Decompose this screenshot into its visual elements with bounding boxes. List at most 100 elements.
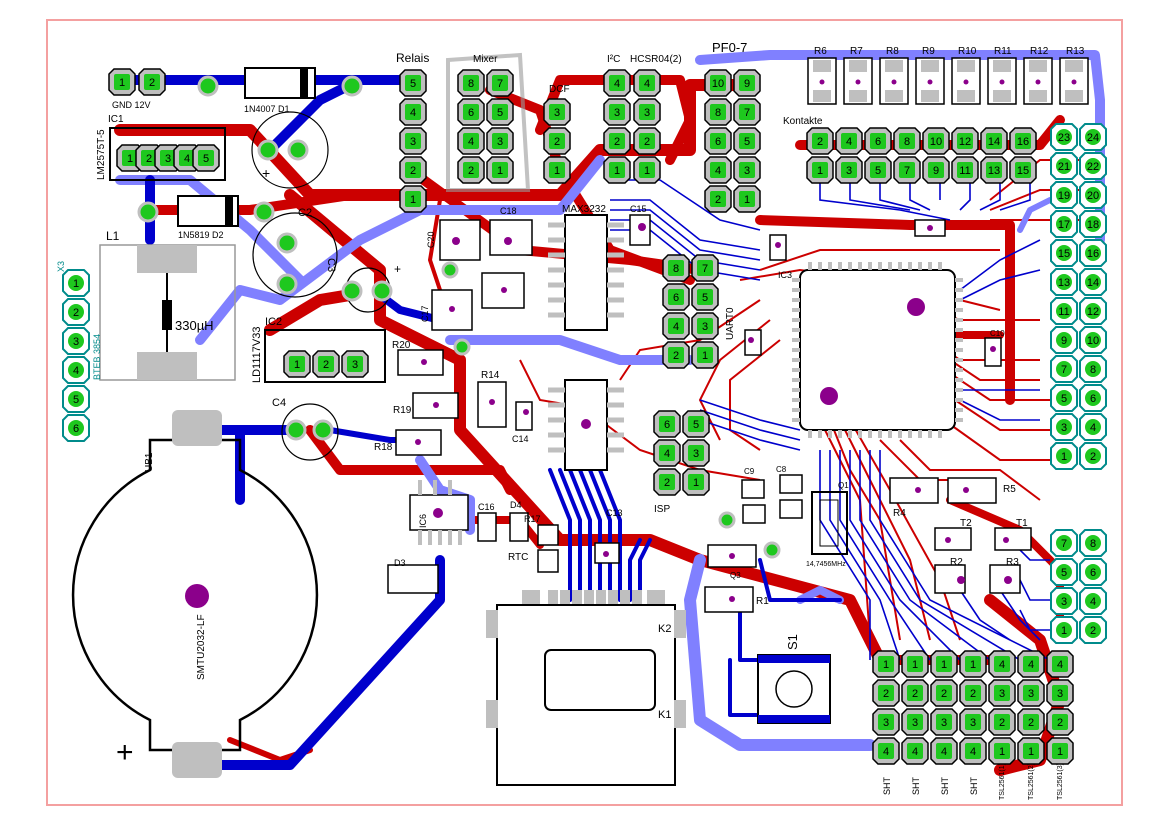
pin-number: 19 — [1058, 190, 1070, 202]
label-ic2: IC2 — [265, 316, 282, 328]
pin-number: 2 — [715, 194, 721, 206]
lcd-pin: 22 — [1079, 152, 1107, 180]
resistor-via — [855, 79, 861, 85]
sensor-pin: 4 — [901, 737, 929, 765]
kontakte-pin: 6 — [864, 127, 892, 155]
label-k1: K1 — [658, 709, 671, 721]
pin-number: 2 — [883, 688, 889, 700]
pin-number: 1 — [294, 359, 300, 371]
pin-number: 3 — [693, 448, 699, 460]
lcd-pin: 2 — [1079, 442, 1107, 470]
sensor-pin: 1 — [1046, 737, 1074, 765]
isp-pin: 5 — [682, 410, 710, 438]
pin-number: 11 — [959, 165, 970, 177]
pin-number: 1 — [970, 659, 976, 671]
pin-number: 4 — [715, 165, 721, 177]
resistor-via — [963, 79, 969, 85]
pin-number: 3 — [497, 136, 503, 148]
mixer-pin: 8 — [457, 69, 485, 97]
pin-number: 4 — [970, 746, 976, 758]
pin-number: 2 — [1028, 717, 1034, 729]
pin-number: 8 — [1090, 538, 1096, 550]
pin-number: 2 — [673, 350, 679, 362]
pin-number: 6 — [715, 136, 721, 148]
sensor-pin: 4 — [872, 737, 900, 765]
sensor-pin: 3 — [988, 679, 1016, 707]
hcsr04-pin: 4 — [633, 69, 661, 97]
label-r17: R17 — [524, 514, 541, 524]
pin-number: 1 — [554, 165, 560, 177]
label-kontakte: Kontakte — [783, 116, 823, 127]
lcd-pin: 14 — [1079, 268, 1107, 296]
resistor-via — [891, 79, 897, 85]
x3-pin: 1 — [62, 269, 90, 297]
pin-number: 16 — [1017, 136, 1029, 148]
lcd-pin: 1 — [1050, 442, 1078, 470]
vias — [415, 223, 1012, 602]
mixer-pin: 5 — [486, 98, 514, 126]
pin-number: 1 — [1028, 746, 1034, 758]
i2c-pin: 3 — [603, 98, 631, 126]
pin-number: 1 — [883, 659, 889, 671]
pf-pin: 8 — [704, 98, 732, 126]
isp-pin: 6 — [653, 410, 681, 438]
ic1-pin: 5 — [192, 144, 220, 172]
mixer-pin: 4 — [457, 127, 485, 155]
sensor-pin: 3 — [959, 708, 987, 736]
relais-pin: 4 — [399, 98, 427, 126]
pin-number: 5 — [693, 419, 699, 431]
pin-number: 10 — [712, 78, 724, 90]
kontakte-pin: 9 — [922, 156, 950, 184]
uart-pin: 4 — [662, 312, 690, 340]
pin-number: 24 — [1087, 132, 1099, 144]
label-c3: C3 — [325, 258, 337, 272]
sensor-pin: 1 — [930, 650, 958, 678]
pin-number: 2 — [817, 136, 823, 148]
io-pin: 1 — [1050, 616, 1078, 644]
pin-number: 3 — [941, 717, 947, 729]
pin-number: 1 — [127, 153, 133, 165]
label-c14: C14 — [512, 434, 529, 444]
resistor-label: R7 — [850, 46, 863, 57]
dcf-pin: 2 — [543, 127, 571, 155]
pin-number: 23 — [1058, 132, 1070, 144]
label-max3232: MAX3232 — [562, 204, 606, 215]
sensor-pin: 3 — [1017, 679, 1045, 707]
pin-number: 14 — [988, 136, 1000, 148]
lcd-pin: 19 — [1050, 181, 1078, 209]
pin-number: 12 — [959, 136, 971, 148]
label-lm2575: LM2575T-5 — [96, 129, 107, 180]
resistor-via — [1035, 79, 1041, 85]
uart-pin: 3 — [691, 312, 719, 340]
pin-number: 4 — [410, 107, 416, 119]
mixer-pin: 2 — [457, 156, 485, 184]
pin-number: 3 — [970, 717, 976, 729]
resistor-pad — [1065, 60, 1083, 72]
pin-number: 3 — [702, 321, 708, 333]
io-pin: 6 — [1079, 558, 1107, 586]
lcd-pin: 13 — [1050, 268, 1078, 296]
kontakte-pin: 16 — [1009, 127, 1037, 155]
resistor-pad — [813, 90, 831, 102]
uart-pin: 6 — [662, 283, 690, 311]
pin-number: 2 — [73, 307, 79, 319]
pin-number: 2 — [912, 688, 918, 700]
tsl-label: TSL2561(2) — [1028, 763, 1035, 800]
uart-pin: 1 — [691, 341, 719, 369]
kontakte-pin: 5 — [864, 156, 892, 184]
pin-number: 3 — [644, 107, 650, 119]
label-r14: R14 — [481, 370, 500, 381]
resistor-row — [807, 57, 1089, 105]
pin-number: 2 — [1090, 625, 1096, 637]
pin-number: 5 — [203, 153, 209, 165]
pin-number: 8 — [904, 136, 910, 148]
io-pin: 4 — [1079, 587, 1107, 615]
pin-number: 8 — [468, 78, 474, 90]
pin-number: 6 — [1090, 393, 1096, 405]
x3-pin: 4 — [62, 356, 90, 384]
label-pf07: PF0-7 — [712, 40, 747, 55]
label-t1: T1 — [1016, 518, 1028, 529]
pin-number: 4 — [673, 321, 679, 333]
x3-pin: 2 — [62, 298, 90, 326]
label-q1: Q1 — [838, 481, 849, 490]
